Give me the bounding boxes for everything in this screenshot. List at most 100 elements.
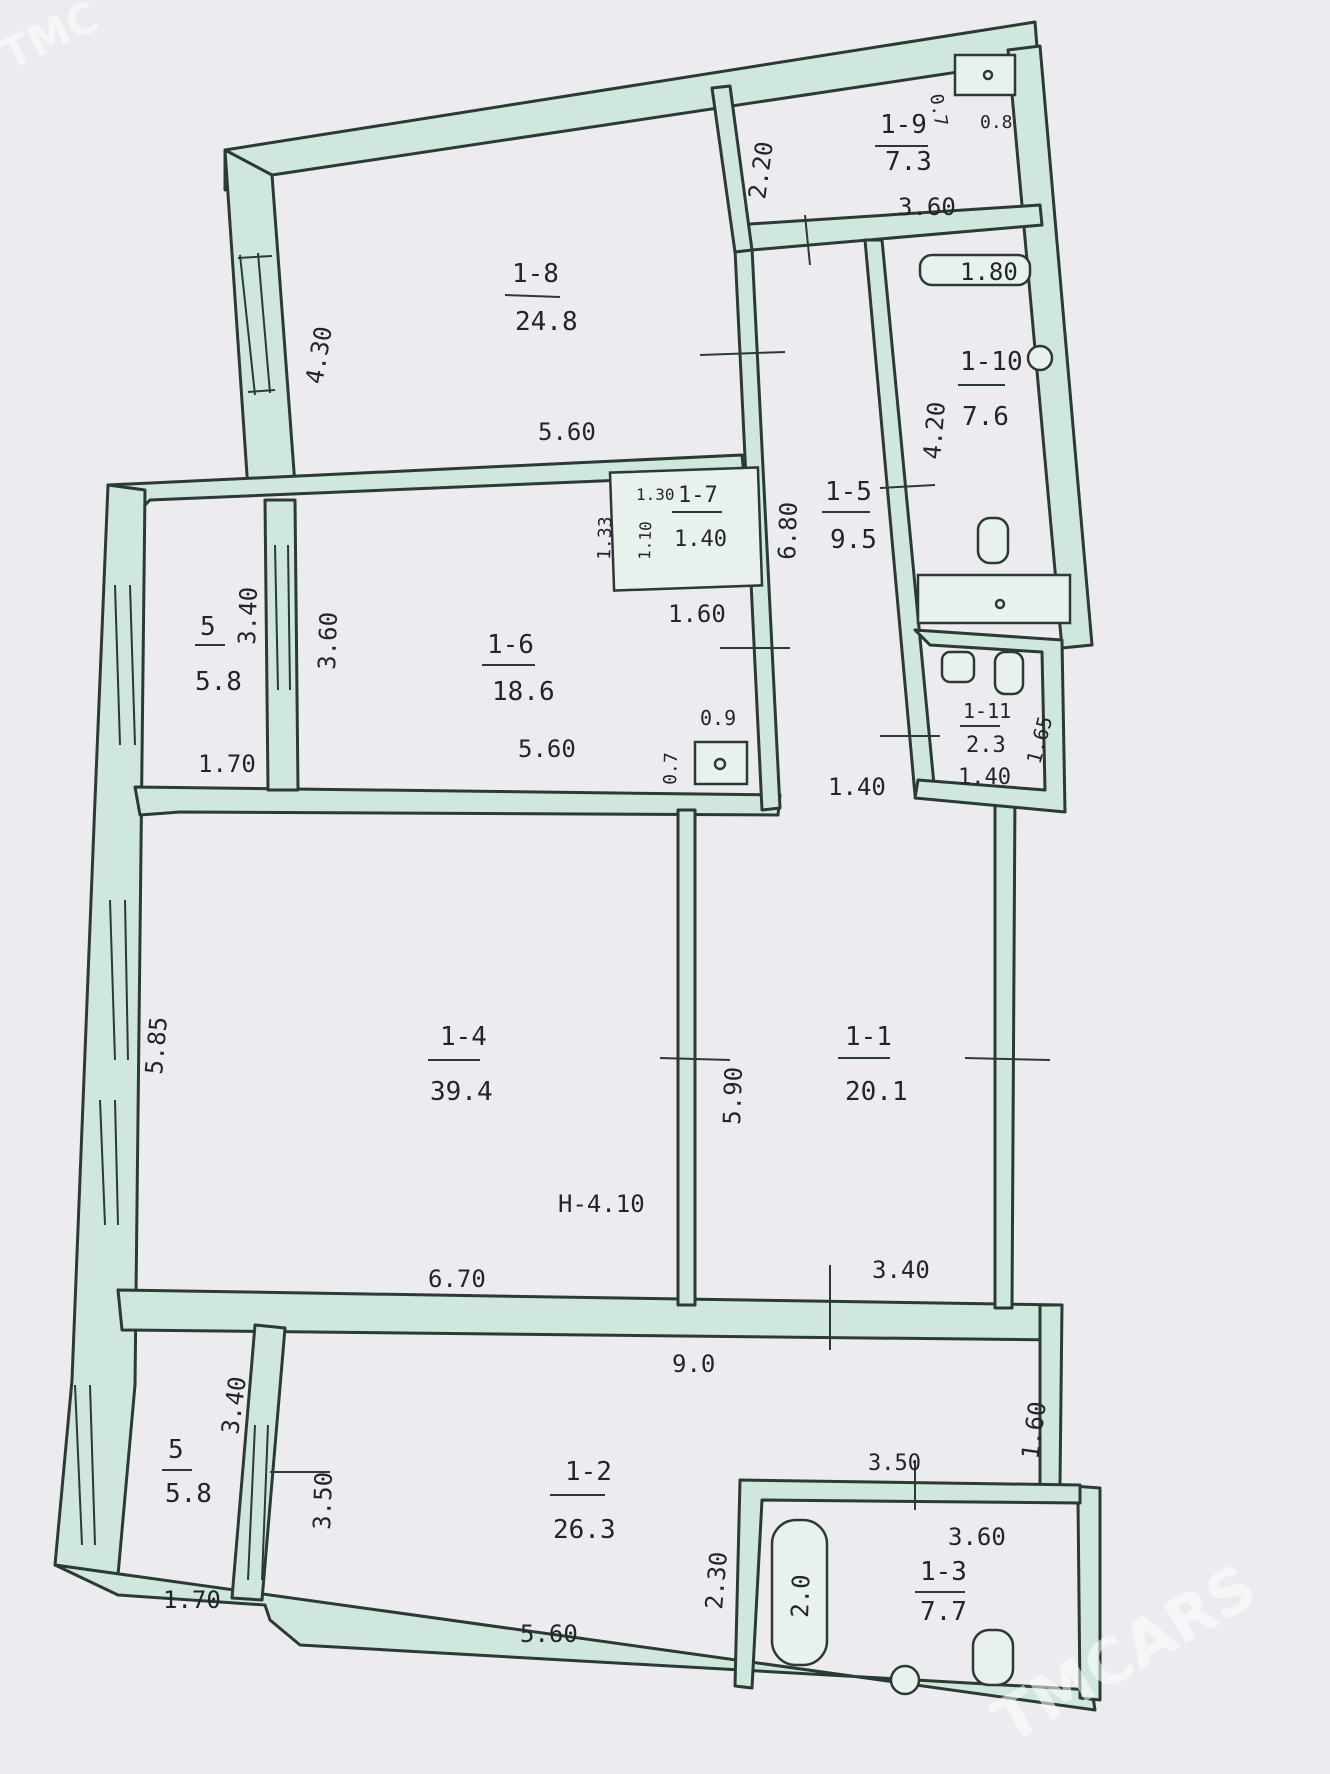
- toilet-r111: [993, 650, 1025, 696]
- right-wall-top: [1006, 44, 1094, 650]
- watermark-bottom: TMCARS: [981, 1550, 1269, 1758]
- dim-s-top-b: 3.60: [313, 611, 343, 670]
- closet-r17: [608, 466, 764, 592]
- room-1-8-id: 1-8: [512, 259, 559, 289]
- right-wall-r11: [993, 790, 1017, 1310]
- toilet-r110: [976, 516, 1010, 565]
- dim-r16-shaft-a: 0.9: [700, 706, 736, 730]
- dim-r14-ceiling: H-4.10: [558, 1190, 645, 1218]
- room-1-6-area: 18.6: [492, 677, 555, 707]
- wall-r16-r14: [133, 785, 782, 817]
- dim-r19-height: 2.20: [743, 140, 779, 201]
- left-wall-r18: [223, 148, 297, 492]
- room-1-7-area: 1.40: [674, 527, 727, 552]
- room-labels: 1-8 24.8 1-9 7.3 1-10 7.6 1-5 9.5 1-7 1.…: [162, 110, 1023, 1627]
- dim-r110-height: 4.20: [918, 401, 951, 461]
- room-1-3-id: 1-3: [920, 1557, 967, 1587]
- window-r14-a: [109, 899, 129, 1061]
- sink-r110: [1026, 344, 1054, 372]
- room-1-7-id: 1-7: [678, 483, 718, 508]
- sink-r111: [940, 650, 976, 684]
- dim-r12-height: 2.30: [700, 1551, 733, 1611]
- window-s-top-inner: [274, 544, 291, 691]
- dim-r17-width: 1.60: [668, 600, 726, 628]
- room-s-top-id: 5: [200, 612, 216, 642]
- exterior-walls: [53, 20, 1102, 1712]
- room-s-top-area: 5.8: [195, 667, 242, 697]
- dim-r19-shaft-b: 0.8: [980, 112, 1013, 133]
- dim-r13-bath: 2.0: [786, 1574, 815, 1618]
- dim-r17-c: 1.10: [635, 521, 655, 560]
- window-s-bottom-inner: [247, 1424, 269, 1581]
- room-1-4-area: 39.4: [430, 1077, 493, 1107]
- dim-s-top-a: 3.40: [233, 586, 263, 645]
- dim-r18-height: 4.30: [300, 324, 338, 386]
- sink-r13: [889, 1664, 921, 1696]
- wall-under-r19: [733, 203, 1044, 252]
- room-1-5-area: 9.5: [830, 525, 877, 555]
- dim-r11-height: 5.90: [718, 1066, 748, 1125]
- wall-s-r12: [230, 1323, 287, 1602]
- wall-r111: [913, 628, 1067, 814]
- dim-s-bottom-width: 1.70: [163, 1586, 221, 1614]
- dim-r18-width: 5.60: [538, 418, 596, 446]
- room-1-10-id: 1-10: [960, 347, 1023, 377]
- window-s-top: [114, 584, 136, 746]
- bathtub-r13: [770, 1518, 829, 1667]
- dim-r12-width: 5.60: [520, 1620, 578, 1648]
- shaft-r19-dot: [982, 69, 994, 81]
- fixtures: [693, 53, 1072, 1696]
- room-1-11-area: 2.3: [966, 733, 1006, 758]
- window-r18: [237, 252, 276, 396]
- dim-r14-width: 6.70: [428, 1265, 486, 1293]
- wall-s-r16: [263, 498, 300, 792]
- wall-r18-r19: [710, 84, 754, 254]
- dim-r111-width: 1.40: [958, 765, 1011, 790]
- wall-r14-r11: [676, 808, 697, 1307]
- dimension-labels: 4.30 5.60 2.20 3.60 0.7 0.8 1.80 4.20 6.…: [140, 92, 1057, 1648]
- room-1-2-area: 26.3: [553, 1515, 616, 1545]
- toilet-r13: [971, 1628, 1015, 1687]
- counter-r110: [916, 573, 1072, 625]
- windows: [74, 252, 291, 1581]
- dim-hall-length: 9.0: [672, 1350, 715, 1378]
- dim-r11-width: 3.40: [872, 1256, 930, 1284]
- room-s-bottom-area: 5.8: [165, 1479, 212, 1509]
- window-s-bottom: [74, 1384, 96, 1546]
- dim-r16-shaft-b: 0.7: [660, 752, 682, 785]
- window-r14-b: [99, 1099, 119, 1226]
- dim-r16-width: 5.60: [518, 735, 576, 763]
- dim-r14-height: 5.85: [140, 1016, 173, 1076]
- dim-r17-b: 1.33: [594, 516, 617, 560]
- shaft-r16-dot: [713, 757, 727, 771]
- room-1-3-area: 7.7: [920, 1597, 967, 1627]
- bathtub-r110: [918, 253, 1032, 287]
- room-1-10-area: 7.6: [962, 402, 1009, 432]
- room-1-6-id: 1-6: [487, 630, 534, 660]
- room-1-11-id: 1-11: [963, 699, 1011, 723]
- dim-s-bottom-b: 3.50: [308, 1471, 338, 1530]
- room-1-2-id: 1-2: [565, 1457, 612, 1487]
- wall-r110-west: [863, 238, 937, 797]
- room-1-4-id: 1-4: [440, 1022, 487, 1052]
- room-1-9-id: 1-9: [880, 110, 927, 140]
- dim-s-top-width: 1.70: [198, 750, 256, 778]
- room-1-1-id: 1-1: [845, 1022, 892, 1052]
- room-1-5-id: 1-5: [825, 477, 872, 507]
- bottom-wall: [53, 1563, 1097, 1712]
- watermark-top: TMC: [0, 0, 106, 79]
- dim-r13-width: 3.60: [948, 1523, 1006, 1551]
- room-1-1-area: 20.1: [845, 1077, 908, 1107]
- dim-r12-inner: 3.50: [868, 1451, 921, 1476]
- dim-r15-height: 6.80: [773, 501, 803, 560]
- dim-r19-shaft-a: 0.7: [925, 92, 951, 128]
- dim-r17-a: 1.30: [636, 485, 675, 504]
- room-s-bottom-id: 5: [168, 1435, 184, 1465]
- dim-corridor: 1.40: [828, 773, 886, 801]
- counter-r110-drain: [994, 598, 1006, 610]
- dim-r19-width: 3.60: [898, 193, 956, 221]
- wall-r13: [733, 1478, 1082, 1690]
- room-1-9-area: 7.3: [885, 147, 932, 177]
